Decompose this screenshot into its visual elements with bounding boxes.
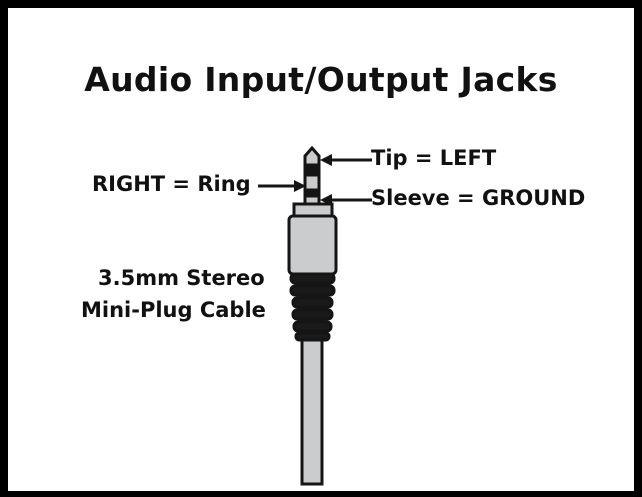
- tip-label: Tip = LEFT: [371, 146, 497, 170]
- sleeve-insulator: [303, 188, 321, 198]
- tip: [303, 145, 321, 167]
- cable: [300, 328, 324, 486]
- cable-label-line2: Mini-Plug Cable: [81, 298, 266, 322]
- collar: [292, 202, 334, 218]
- cable-label-line1: 3.5mm Stereo: [98, 266, 265, 290]
- plug-body: [287, 214, 338, 276]
- diagram-title: Audio Input/Output Jacks: [84, 60, 558, 99]
- sleeve-label: Sleeve = GROUND: [371, 186, 586, 210]
- strain-relief: [289, 272, 336, 342]
- ring-label: RIGHT = Ring: [92, 172, 251, 196]
- ring: [303, 173, 321, 192]
